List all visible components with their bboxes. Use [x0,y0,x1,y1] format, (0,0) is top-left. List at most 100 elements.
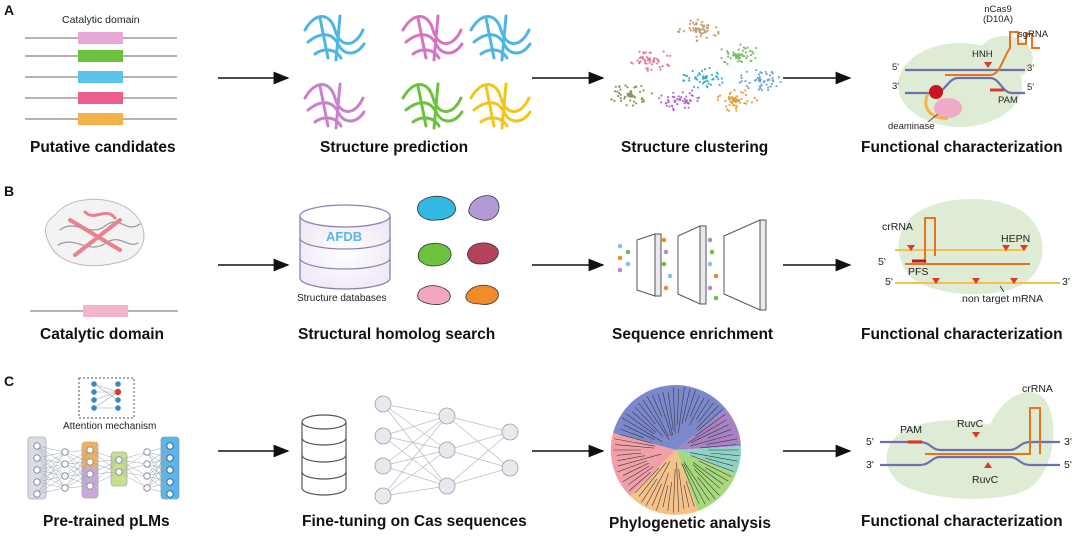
cluster-dot [714,26,718,29]
cluster-dot [703,68,707,71]
plm-node [143,460,151,468]
cluster-dot [701,28,704,31]
plm-node [61,472,69,480]
ft-node [374,457,392,475]
plm-node [61,448,69,456]
panel-b-letter: B [4,183,15,199]
tree-branch [698,402,714,423]
afdb-database [299,204,391,290]
cluster-dot [739,59,742,62]
attention-mechanism-diagram [78,377,135,419]
cluster-dot [726,108,729,111]
cluster-dot [694,26,697,30]
cluster-dot [698,80,701,83]
cluster-dot [763,79,766,83]
plm-node [143,448,151,456]
predicted-structures [303,14,532,130]
cluster-dot [740,97,743,101]
cluster-dot [624,84,627,87]
cluster-dot [742,46,746,49]
ft-node [374,487,392,505]
cluster-dot [732,97,735,100]
enrichment-dot [617,243,623,249]
cluster-dot [631,104,635,107]
cluster-dot [715,75,718,78]
step-c2-label: Fine-tuning on Cas sequences [302,513,527,530]
non-target-label: non target mRNA [962,293,1044,305]
cluster-dot [639,56,643,59]
cluster-dot [658,66,661,69]
cluster-dot [687,101,690,104]
cluster-dot [770,70,773,74]
cluster-dot [746,46,749,49]
cluster-dot [695,21,698,24]
cluster-dot [779,80,782,84]
five-prime-b-top: 5' [878,256,886,268]
cluster-dot [634,102,638,105]
cluster-dot [691,94,694,97]
cluster-dot [699,34,702,38]
cluster-dot [677,95,680,98]
cluster-dot [676,97,679,101]
cluster-dot [659,68,662,71]
cluster-dot [743,101,746,105]
cluster-dot [728,103,731,107]
tree-branch [690,455,734,472]
cluster-dot [704,30,707,34]
cluster-dot [629,99,632,102]
cluster-dot [623,97,626,100]
cluster-dot [741,49,745,52]
three-prime-b-bottom: 3' [1062,276,1070,288]
cluster-dot [703,24,706,27]
enrichment-dot [707,261,713,267]
cluster-dot [664,102,667,105]
plm-node [143,484,151,492]
cas12-diagram [880,391,1060,499]
plm-node [115,456,123,464]
cluster-dot [690,89,694,92]
cluster-dot [748,81,751,85]
enrichment-dot [625,249,631,255]
cluster-dot [702,75,705,78]
cluster-dot [689,29,692,32]
tree-branch [628,472,651,492]
cluster-dot [665,104,668,108]
cluster-dot [660,94,663,97]
cluster-dot [705,75,709,78]
step-b3-label: Sequence enrichment [612,326,774,343]
ft-node [501,459,519,477]
five-prime-b-bottom: 5' [885,276,893,288]
tree-branch [638,461,667,497]
cluster-dot [765,73,768,76]
cluster-dot [617,94,620,98]
cluster-dot [756,76,759,80]
deaminase-label: deaminase [888,121,935,132]
base-editor-diagram [898,31,1040,127]
cluster-dot [730,95,734,99]
cluster-dot [683,106,687,109]
cluster-dot [645,56,649,59]
cluster-dot [755,99,759,102]
plm-node [143,472,151,480]
attention-mechanism-label: Attention mechanism [63,421,157,432]
structure-blobs [417,195,500,305]
cluster-dot [704,80,707,83]
cluster-dot [708,66,711,70]
ft-node [374,395,392,413]
cluster-dot [645,62,648,65]
cluster-dot [717,78,720,81]
cluster-dot [703,29,706,32]
tree-branch [710,452,740,457]
cluster-dot [737,99,740,102]
cluster-dot [610,98,613,101]
cluster-dot [733,89,736,92]
cluster-dot [688,27,691,30]
tree-branch [617,460,647,473]
cluster-dot [624,95,627,98]
tree-branch [645,460,671,506]
cluster-dot [693,23,696,26]
ncas9-line1: nCas9 [984,4,1012,15]
cluster-dot [747,86,750,90]
ft-node [438,477,456,495]
tree-branch [623,462,649,476]
